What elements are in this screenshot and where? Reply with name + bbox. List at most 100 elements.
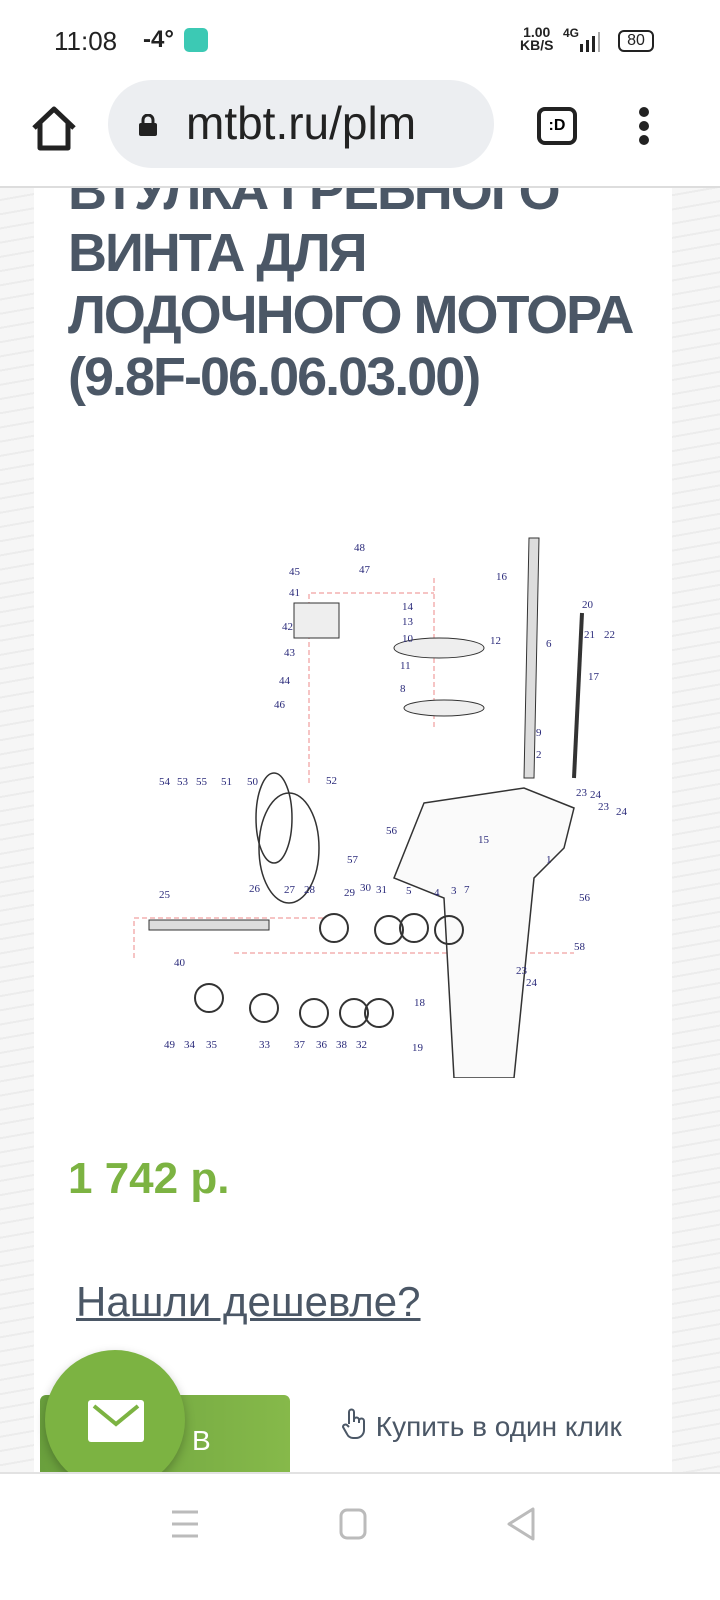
- battery-indicator: 80: [618, 30, 654, 52]
- part-number-label: 36: [316, 1039, 328, 1051]
- temperature: -4°: [143, 26, 174, 53]
- part-number-label: 23: [598, 801, 610, 813]
- part-number-label: 21: [584, 629, 595, 641]
- part-number-label: 49: [164, 1039, 176, 1051]
- bearing-part: [374, 915, 404, 945]
- part-number-label: 35: [206, 1039, 218, 1051]
- part-number-label: 56: [386, 825, 398, 837]
- signal-icon: [580, 32, 600, 52]
- part-number-label: 23: [576, 787, 588, 799]
- part-number-label: 34: [184, 1039, 196, 1051]
- part-number-label: 44: [279, 675, 291, 687]
- part-number-label: 24: [590, 789, 602, 801]
- gasket: [403, 699, 485, 717]
- bearing-part: [339, 998, 369, 1028]
- part-number-label: 8: [400, 683, 406, 695]
- part-number-label: 24: [526, 977, 538, 989]
- back-icon[interactable]: [505, 1506, 537, 1542]
- lock-icon: [139, 114, 157, 136]
- bearing-part: [399, 913, 429, 943]
- part-number-label: 23: [516, 965, 528, 977]
- part-number-label: 38: [336, 1039, 348, 1051]
- part-number-label: 33: [259, 1039, 271, 1051]
- part-number-label: 54: [159, 776, 171, 788]
- part-number-label: 11: [400, 660, 411, 672]
- part-number-label: 30: [360, 882, 372, 894]
- part-number-label: 15: [478, 834, 490, 846]
- part-number-label: 55: [196, 776, 208, 788]
- product-price: 1 742 р.: [68, 1154, 230, 1203]
- bearing-part: [249, 993, 279, 1023]
- part-number-label: 9: [536, 727, 542, 739]
- url-text: mtbt.ru/plm: [186, 97, 417, 149]
- part-number-label: 53: [177, 776, 189, 788]
- product-title: ВТУЛКА ГРЕБНОГО ВИНТА ДЛЯ ЛОДОЧНОГО МОТО…: [68, 188, 634, 407]
- browser-toolbar: mtbt.ru/plm :D: [0, 80, 720, 188]
- more-vert-icon[interactable]: [636, 104, 652, 152]
- part-number-label: 32: [356, 1039, 367, 1051]
- bearing-part: [434, 915, 464, 945]
- water-pump-housing: [293, 602, 340, 639]
- bearing-part: [364, 998, 394, 1028]
- part-number-label: 6: [546, 638, 552, 650]
- part-number-label: 42: [282, 621, 293, 633]
- buy-one-click-label: Купить в один клик: [375, 1411, 622, 1442]
- network-type: 4G: [563, 26, 580, 40]
- address-bar[interactable]: mtbt.ru/plm: [108, 80, 494, 168]
- part-number-label: 50: [247, 776, 259, 788]
- part-number-label: 48: [354, 542, 366, 554]
- part-number-label: 41: [289, 587, 300, 599]
- part-number-label: 2: [536, 749, 542, 761]
- part-number-label: 45: [289, 566, 301, 578]
- impeller-plate: [393, 637, 485, 659]
- part-number-label: 52: [326, 775, 337, 787]
- system-nav-bar: [0, 1472, 720, 1600]
- part-number-label: 4: [434, 887, 440, 899]
- product-card: ВТУЛКА ГРЕБНОГО ВИНТА ДЛЯ ЛОДОЧНОГО МОТО…: [34, 188, 672, 1472]
- part-number-label: 1: [546, 854, 552, 866]
- home-icon[interactable]: [30, 104, 78, 154]
- bearing-part: [299, 998, 329, 1028]
- part-number-label: 3: [451, 885, 457, 897]
- part-number-label: 37: [294, 1039, 306, 1051]
- part-number-label: 24: [616, 806, 628, 818]
- part-number-label: 51: [221, 776, 232, 788]
- part-number-label: 29: [344, 887, 356, 899]
- part-number-label: 10: [402, 633, 414, 645]
- part-number-label: 16: [496, 571, 508, 583]
- part-number-label: 13: [402, 616, 414, 628]
- found-cheaper-link[interactable]: Нашли дешевле?: [76, 1278, 421, 1325]
- clock: 11:08: [54, 26, 118, 56]
- part-number-label: 31: [376, 884, 387, 896]
- part-number-label: 57: [347, 854, 359, 866]
- part-number-label: 20: [582, 599, 594, 611]
- app-notification-icon: [184, 28, 208, 52]
- part-number-label: 58: [574, 941, 586, 953]
- recent-apps-icon[interactable]: [170, 1508, 200, 1540]
- part-number-label: 46: [274, 699, 286, 711]
- part-number-label: 19: [412, 1042, 424, 1054]
- shift-rod: [572, 612, 584, 779]
- bearing-part: [319, 913, 349, 943]
- contact-mail-button[interactable]: [45, 1350, 185, 1490]
- gearcase-housing: [393, 787, 575, 1078]
- speed-value: 1.00: [523, 24, 551, 40]
- part-number-label: 7: [464, 884, 470, 896]
- home-nav-icon[interactable]: [338, 1508, 368, 1540]
- part-number-label: 12: [490, 635, 501, 647]
- speed-unit: KB/S: [520, 37, 554, 53]
- buy-one-click-link[interactable]: Купить в один клик: [340, 1402, 640, 1452]
- part-number-label: 56: [579, 892, 591, 904]
- part-number-label: 25: [159, 889, 171, 901]
- bearing-part: [194, 983, 224, 1013]
- buy-button-label: В: [192, 1425, 211, 1456]
- tab-switcher-button[interactable]: :D: [537, 107, 577, 145]
- part-number-label: 14: [402, 601, 414, 613]
- part-number-label: 43: [284, 647, 296, 659]
- propeller-shaft: [148, 919, 270, 931]
- part-number-label: 17: [588, 671, 600, 683]
- part-number-label: 27: [284, 884, 296, 896]
- driveshaft: [523, 537, 540, 779]
- guide-lines: [133, 578, 574, 958]
